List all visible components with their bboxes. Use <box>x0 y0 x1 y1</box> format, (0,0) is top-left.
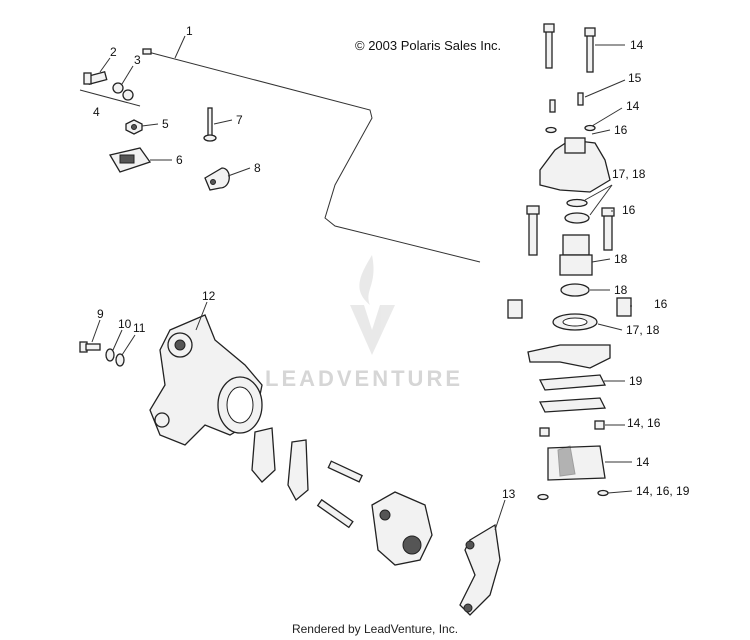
bolt-part-14-left <box>543 23 555 69</box>
callout-17-18a: 17, 18 <box>612 167 646 181</box>
shim-part-19a <box>538 374 607 391</box>
watermark-logo-icon <box>350 255 395 355</box>
pin-part-7 <box>203 107 217 142</box>
callout-3: 3 <box>134 53 141 67</box>
callout-17-18b: 17, 18 <box>626 323 660 337</box>
callout-6: 6 <box>176 153 183 167</box>
brake-caliper <box>371 491 433 566</box>
callout-14-16-19: 14, 16, 19 <box>636 484 690 498</box>
washer-part-3b <box>122 89 134 101</box>
bolt-part-5 <box>125 119 143 135</box>
callout-9: 9 <box>97 307 104 321</box>
sleeve-part-16b <box>616 297 632 317</box>
brake-pad-left <box>251 427 276 483</box>
callout-7: 7 <box>236 113 243 127</box>
callout-4: 4 <box>93 105 100 119</box>
washer-part-10 <box>105 348 115 362</box>
washer-part-14c <box>537 493 549 501</box>
callout-18b: 18 <box>614 283 628 297</box>
bracket-part-13 <box>459 523 501 616</box>
callout-11: 11 <box>133 321 146 335</box>
washer-part-14b <box>584 124 596 132</box>
seal-part-18 <box>560 283 590 297</box>
footer-text: Rendered by LeadVenture, Inc. <box>291 622 459 636</box>
callout-1: 1 <box>186 24 193 38</box>
cap-part-14a <box>539 427 550 437</box>
bolt-part-16-left <box>526 205 540 256</box>
brake-pad-right <box>287 439 309 502</box>
washer-part-11 <box>115 353 125 367</box>
callout-8: 8 <box>254 161 261 175</box>
callout-10: 10 <box>118 317 132 331</box>
washer-part-14a <box>545 126 557 134</box>
copyright-text: © 2003 Polaris Sales Inc. <box>355 38 502 53</box>
callout-2: 2 <box>110 45 117 59</box>
callout-5: 5 <box>162 117 169 131</box>
bleeder-part-15b <box>577 92 584 106</box>
caliper-bolt-upper <box>327 460 363 483</box>
callout-16a: 16 <box>614 123 628 137</box>
cylinder-lower-housing <box>547 445 606 481</box>
washer-part-3a <box>112 82 124 94</box>
callout-14c: 14 <box>636 455 650 469</box>
callout-13: 13 <box>502 487 516 501</box>
cylinder-upper-housing <box>539 137 611 193</box>
shim-part-19b <box>538 397 607 413</box>
bolt-part-16-right <box>601 207 615 251</box>
brake-line-fitting <box>142 48 152 55</box>
caliper-bolt-lower <box>316 498 354 529</box>
knuckle-housing-part-12 <box>149 314 263 446</box>
mounting-plate <box>527 344 611 369</box>
callout-12: 12 <box>202 289 216 303</box>
cap-part-14b <box>594 420 605 430</box>
callout-14-16: 14, 16 <box>627 416 661 430</box>
callout-16c: 16 <box>654 297 668 311</box>
sleeve-part-16a <box>507 299 523 319</box>
bolt-part-14-right <box>584 27 596 73</box>
seal-part-17-18 <box>552 313 598 331</box>
bleeder-part-15a <box>549 99 556 113</box>
callout-15: 15 <box>628 71 642 85</box>
callout-18a: 18 <box>614 252 628 266</box>
callout-19: 19 <box>629 374 643 388</box>
o-ring-part-17b <box>564 212 590 224</box>
callout-14b: 14 <box>626 99 640 113</box>
callout-14a: 14 <box>630 38 644 52</box>
washer-part-14d <box>597 489 609 497</box>
watermark: LEADVENTURE <box>265 366 464 391</box>
brake-line <box>147 51 481 263</box>
callout-16b: 16 <box>622 203 636 217</box>
clamp-part-8 <box>204 167 230 191</box>
piston-part-18 <box>559 234 593 276</box>
o-ring-part-17a <box>566 198 588 208</box>
bolt-part-2 <box>83 71 108 85</box>
leader-lines <box>91 35 633 531</box>
clip-part-6 <box>108 147 152 173</box>
bolt-part-9 <box>79 341 101 353</box>
